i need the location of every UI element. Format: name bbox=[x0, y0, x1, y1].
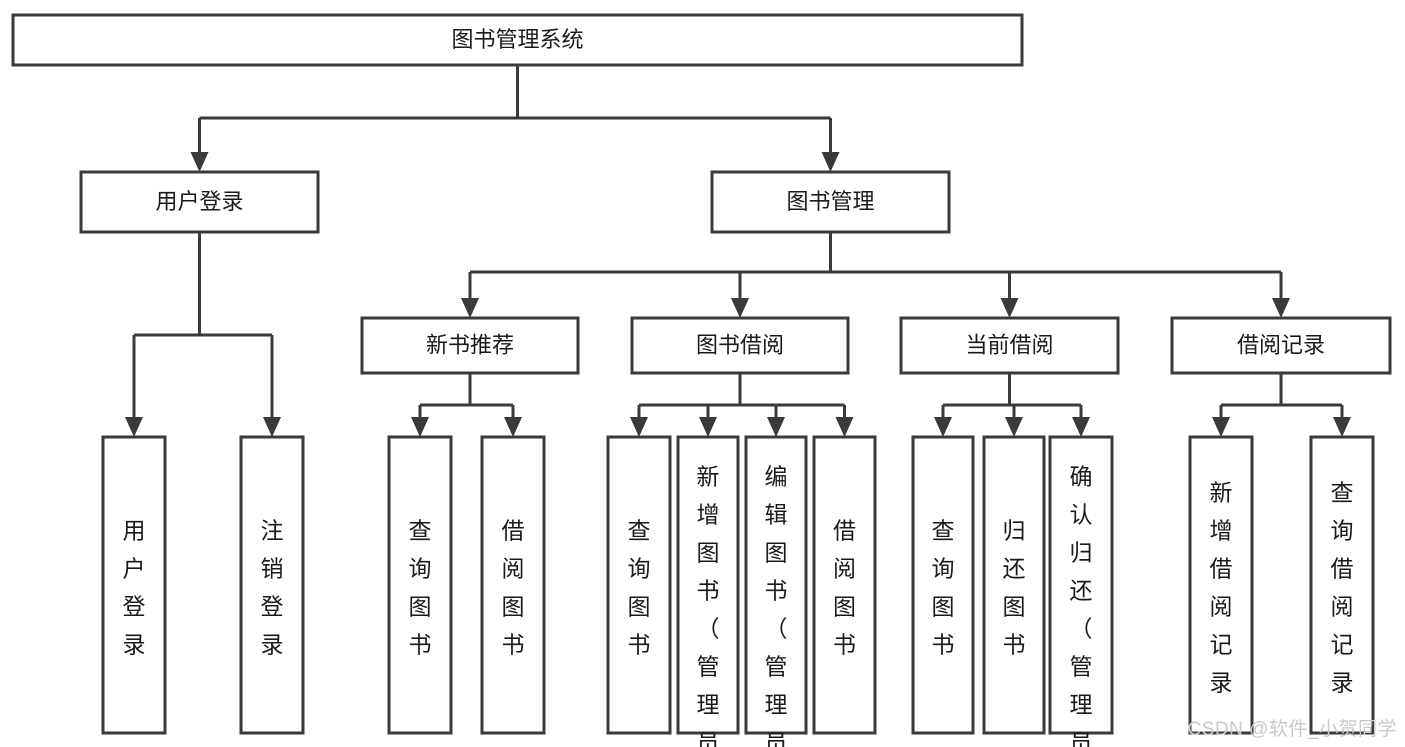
arrow-head-icon bbox=[835, 417, 854, 437]
node-query-book-loan[interactable]: 查询图书 bbox=[911, 435, 975, 735]
node-label: 借阅图书 bbox=[833, 518, 856, 658]
node-return-book[interactable]: 归还图书 bbox=[982, 435, 1046, 735]
node-query-book-rec[interactable]: 查询图书 bbox=[387, 435, 453, 735]
arrow-head-icon bbox=[731, 298, 749, 318]
node-label: 图书管理系统 bbox=[451, 27, 583, 52]
node-box[interactable] bbox=[710, 170, 951, 234]
arrow-head-icon bbox=[190, 152, 209, 172]
node-box[interactable] bbox=[1048, 435, 1114, 735]
node-label: 图书借阅 bbox=[696, 332, 784, 357]
node-label: 查询图书 bbox=[409, 518, 432, 658]
node-label: 新增借阅记录 bbox=[1210, 480, 1233, 696]
arrow-head-icon bbox=[767, 417, 785, 437]
node-label: 查询图书 bbox=[932, 518, 955, 658]
node-label: 借阅记录 bbox=[1237, 332, 1325, 357]
node-box[interactable] bbox=[101, 435, 167, 735]
arrow-head-icon bbox=[1000, 298, 1019, 318]
node-box[interactable] bbox=[480, 435, 546, 735]
node-edit-book-admin[interactable]: 编辑图书（管理员） bbox=[744, 435, 808, 747]
node-query-loan-record[interactable]: 查询借阅记录 bbox=[1309, 435, 1375, 735]
node-query-book-borrow[interactable]: 查询图书 bbox=[606, 435, 672, 735]
node-label: 用户登录 bbox=[155, 189, 243, 214]
connector-group-new-book-rec bbox=[411, 373, 522, 437]
node-book-borrow[interactable]: 图书借阅 bbox=[630, 316, 850, 375]
connector-group-root bbox=[190, 65, 840, 172]
node-box[interactable] bbox=[239, 435, 305, 735]
node-label: 查询借阅记录 bbox=[1331, 480, 1354, 696]
connector-layer bbox=[125, 65, 1351, 437]
node-box[interactable] bbox=[606, 435, 672, 735]
arrow-head-icon bbox=[1072, 417, 1090, 437]
node-box[interactable] bbox=[899, 316, 1120, 375]
node-label: 编辑图书（管理员） bbox=[765, 464, 788, 747]
node-root[interactable]: 图书管理系统 bbox=[11, 13, 1024, 67]
node-box[interactable] bbox=[676, 435, 740, 735]
connector-group-book-manage bbox=[461, 232, 1290, 318]
connector-group-loan-record bbox=[1212, 373, 1351, 437]
node-box[interactable] bbox=[1309, 435, 1375, 735]
node-current-loan[interactable]: 当前借阅 bbox=[899, 316, 1120, 375]
watermark-label: CSDN @软件_小贺同学 bbox=[1187, 719, 1397, 740]
node-label: 借阅图书 bbox=[502, 518, 525, 658]
node-login-user[interactable]: 用户登录 bbox=[101, 435, 167, 735]
connector-group-current-loan bbox=[934, 373, 1090, 437]
node-label: 新书推荐 bbox=[426, 332, 514, 357]
node-label: 用户登录 bbox=[123, 518, 146, 658]
node-borrow-book-rec[interactable]: 借阅图书 bbox=[480, 435, 546, 735]
node-add-loan-record[interactable]: 新增借阅记录 bbox=[1188, 435, 1254, 735]
node-box[interactable] bbox=[387, 435, 453, 735]
node-layer: 图书管理系统用户登录图书管理新书推荐图书借阅当前借阅借阅记录用户登录注销登录查询… bbox=[11, 13, 1392, 747]
node-logout-user[interactable]: 注销登录 bbox=[239, 435, 305, 735]
node-loan-record[interactable]: 借阅记录 bbox=[1170, 316, 1392, 375]
node-user-login[interactable]: 用户登录 bbox=[79, 170, 320, 234]
node-book-manage[interactable]: 图书管理 bbox=[710, 170, 951, 234]
arrow-head-icon bbox=[1212, 417, 1230, 437]
arrow-head-icon bbox=[630, 417, 648, 437]
node-borrow-book-action[interactable]: 借阅图书 bbox=[812, 435, 877, 735]
node-confirm-return[interactable]: 确认归还（管理员） bbox=[1048, 435, 1114, 747]
connector-group-user-login bbox=[125, 232, 281, 437]
node-box[interactable] bbox=[744, 435, 808, 735]
arrow-head-icon bbox=[263, 417, 281, 437]
arrow-head-icon bbox=[1333, 417, 1351, 437]
connector-group-book-borrow bbox=[630, 373, 854, 437]
node-label: 当前借阅 bbox=[965, 332, 1053, 357]
node-box[interactable] bbox=[79, 170, 320, 234]
node-box[interactable] bbox=[911, 435, 975, 735]
arrow-head-icon bbox=[411, 417, 429, 437]
arrow-head-icon bbox=[125, 417, 143, 437]
node-box[interactable] bbox=[812, 435, 877, 735]
arrow-head-icon bbox=[821, 152, 840, 172]
node-label: 查询图书 bbox=[628, 518, 651, 658]
node-box[interactable] bbox=[11, 13, 1024, 67]
arrow-head-icon bbox=[504, 417, 522, 437]
node-box[interactable] bbox=[1170, 316, 1392, 375]
node-label: 归还图书 bbox=[1003, 518, 1026, 658]
arrow-head-icon bbox=[934, 417, 952, 437]
arrow-head-icon bbox=[1005, 417, 1023, 437]
node-box[interactable] bbox=[1188, 435, 1254, 735]
node-label: 新增图书（管理员） bbox=[697, 464, 720, 747]
node-label: 注销登录 bbox=[261, 518, 284, 658]
node-box[interactable] bbox=[630, 316, 850, 375]
node-box[interactable] bbox=[982, 435, 1046, 735]
arrow-head-icon bbox=[1272, 298, 1290, 318]
arrow-head-icon bbox=[699, 417, 717, 437]
node-box[interactable] bbox=[360, 316, 580, 375]
node-label: 图书管理 bbox=[786, 189, 874, 214]
arrow-head-icon bbox=[461, 298, 479, 318]
node-label: 确认归还（管理员） bbox=[1070, 464, 1093, 747]
node-new-book-rec[interactable]: 新书推荐 bbox=[360, 316, 580, 375]
node-add-book-admin[interactable]: 新增图书（管理员） bbox=[676, 435, 740, 747]
